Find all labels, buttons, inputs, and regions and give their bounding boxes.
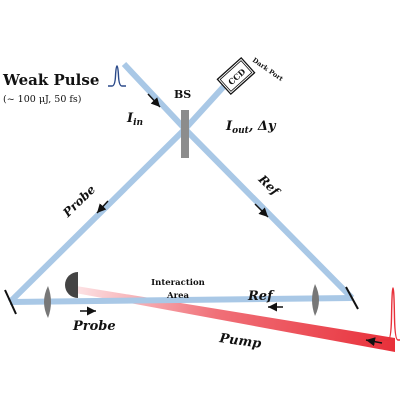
probe-diagonal-beam (7, 126, 188, 305)
ccd-detector: CCD (216, 56, 256, 96)
bottom-beam (9, 295, 353, 305)
beam-paths (7, 61, 355, 305)
weak-pulse-icon (108, 65, 126, 87)
direction-arrows (80, 93, 383, 347)
left-mirror (4, 289, 17, 315)
probe-diagonal-label: Probe (59, 182, 98, 220)
weak-pulse-params: (~ 100 μJ, 50 fs) (3, 94, 82, 105)
bs-label: BS (174, 88, 191, 101)
left-focusing-mirror (44, 286, 51, 318)
pump-label: Pump (217, 331, 262, 352)
right-focusing-mirror (312, 284, 319, 316)
beam-dump (65, 272, 78, 298)
beam-splitter (181, 110, 189, 158)
dark-port-label: Dark Port (251, 56, 285, 83)
input-arrow (147, 93, 161, 108)
pump-pulse-icon (380, 287, 400, 341)
ref-diagonal-label: Ref (255, 171, 283, 199)
ref-diagonal-arrow (254, 203, 269, 218)
interaction-area-label-line1: Interaction (151, 278, 205, 288)
output-beam (182, 81, 229, 132)
right-mirror (345, 286, 359, 310)
ref-bottom-label: Ref (247, 289, 275, 304)
probe-diagonal-arrow (96, 200, 109, 214)
ref-diagonal-beam (182, 126, 355, 301)
output-beam-label: Iout, Δy (225, 119, 277, 136)
input-beam (121, 61, 188, 132)
pump-arrow (365, 337, 383, 347)
interaction-area-label-line2: Area (166, 291, 189, 301)
probe-bottom-label: Probe (72, 319, 116, 334)
input-beam-label: Iin (126, 111, 143, 128)
weak-pulse-title: Weak Pulse (2, 71, 99, 89)
